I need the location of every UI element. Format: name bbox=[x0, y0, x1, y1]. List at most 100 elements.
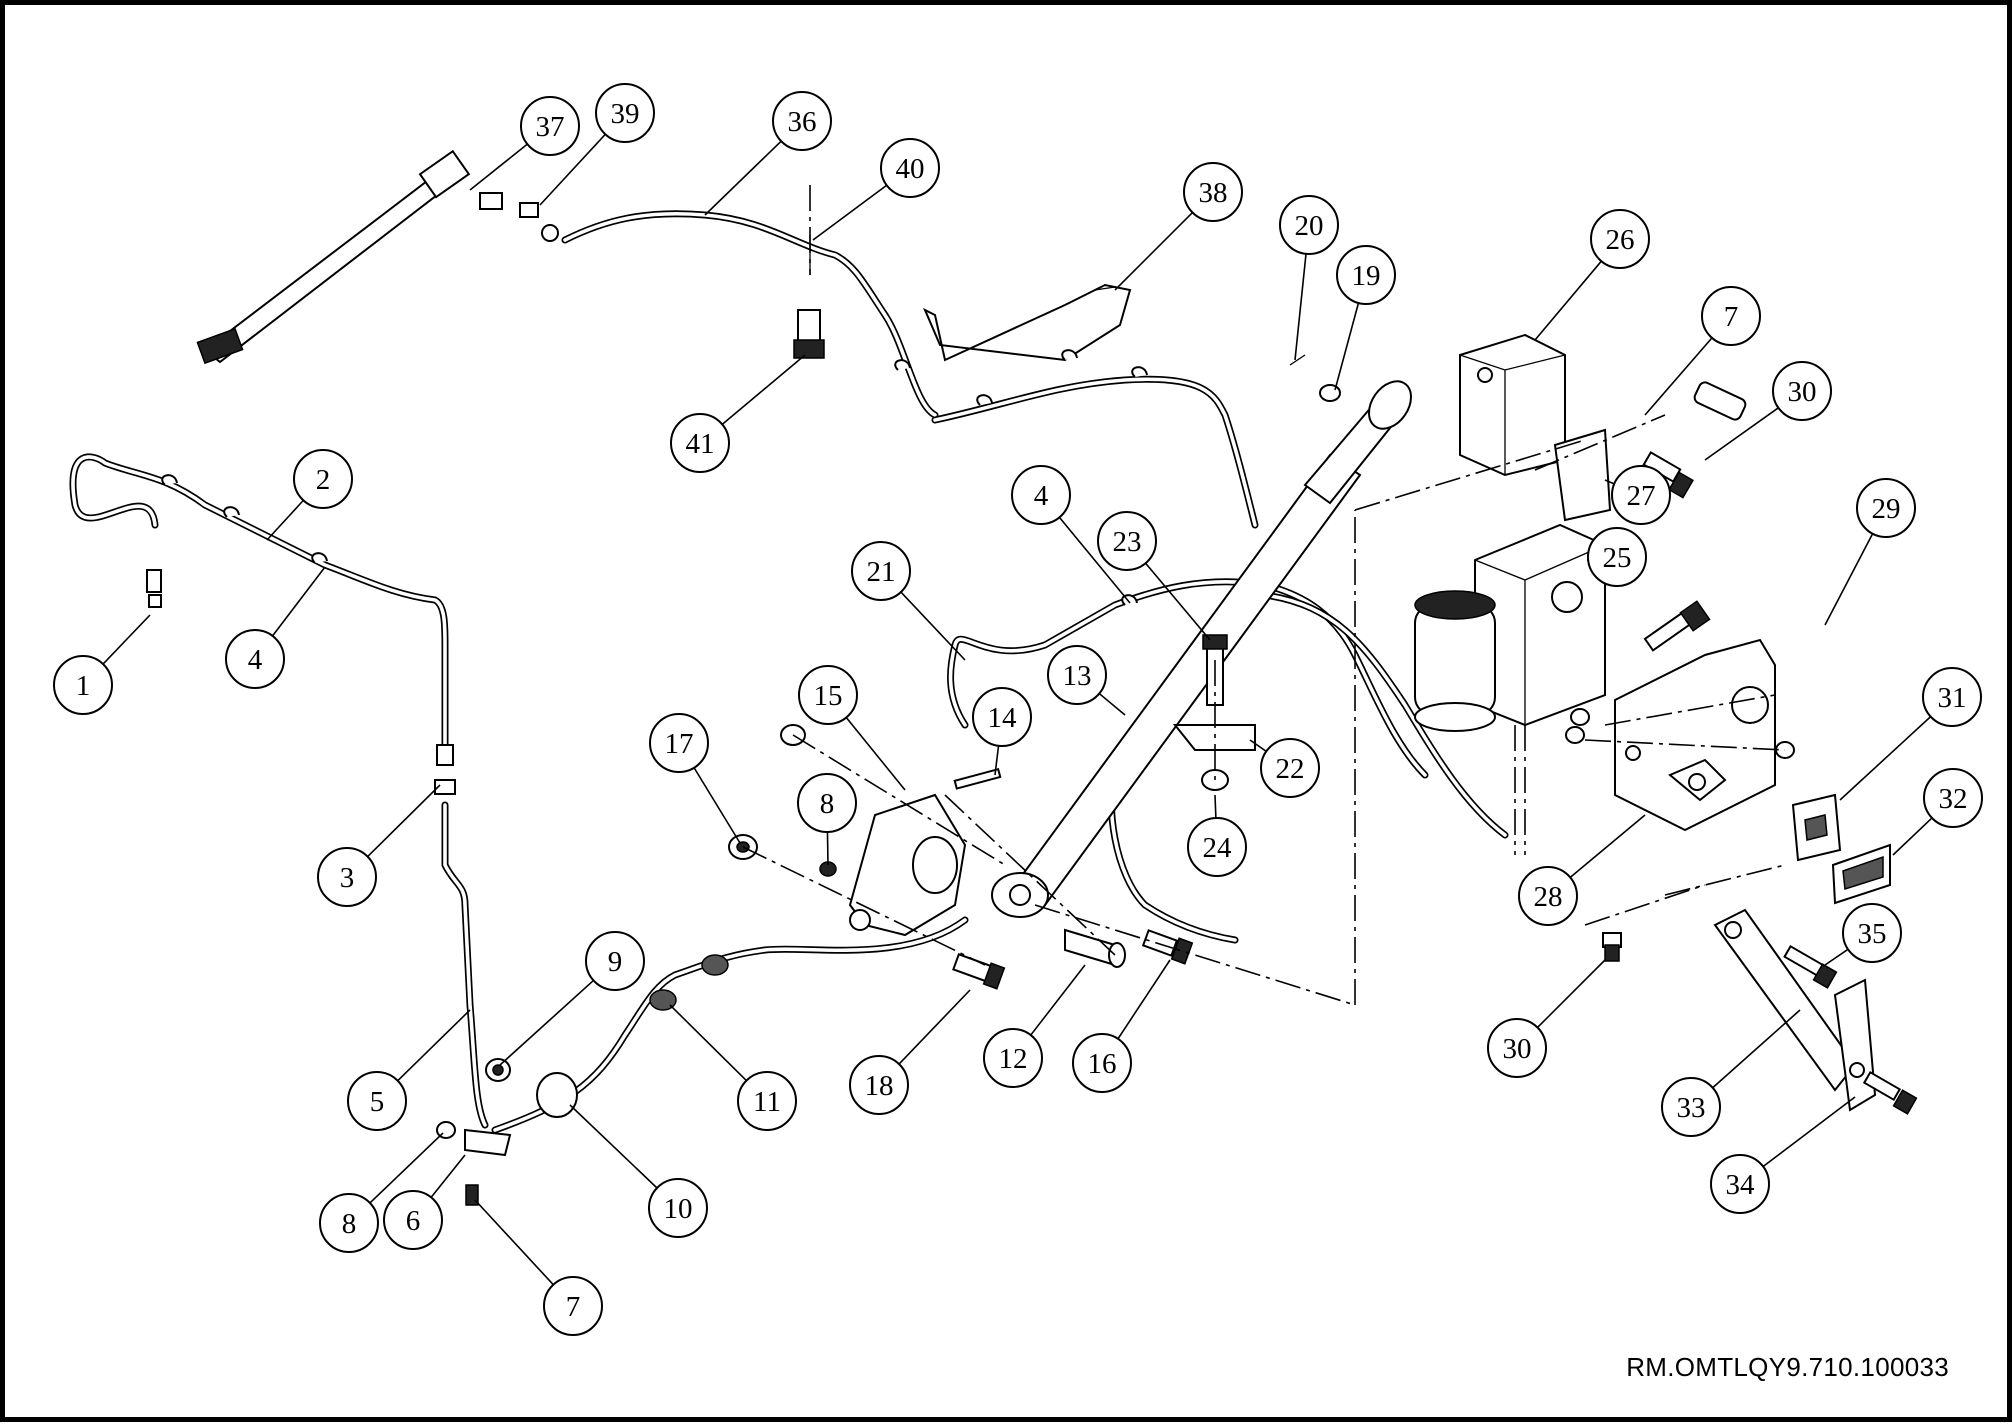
callout-number: 21 bbox=[867, 556, 896, 588]
callout-number: 29 bbox=[1872, 493, 1901, 525]
callout-c27: 27 bbox=[1612, 466, 1670, 524]
leader-line-c31 bbox=[1840, 717, 1931, 800]
leader-line-c29 bbox=[1825, 534, 1873, 625]
leader-line-c38 bbox=[1115, 213, 1192, 290]
leader-line-c16 bbox=[1118, 960, 1170, 1039]
callout-c11: 11 bbox=[738, 1072, 796, 1130]
leader-line-c6 bbox=[431, 1155, 465, 1197]
callout-number: 24 bbox=[1203, 832, 1233, 864]
callout-c28: 28 bbox=[1519, 867, 1577, 925]
callout-c8a: 8 bbox=[320, 1194, 378, 1252]
callout-number: 32 bbox=[1939, 783, 1968, 815]
callout-c33: 33 bbox=[1662, 1078, 1720, 1136]
leader-line-c21 bbox=[901, 592, 965, 660]
leader-line-c40 bbox=[813, 185, 887, 240]
callout-number: 16 bbox=[1088, 1048, 1117, 1080]
callout-c4b: 4 bbox=[1012, 466, 1070, 524]
callout-number: 11 bbox=[753, 1086, 781, 1118]
callout-number: 30 bbox=[1503, 1033, 1532, 1065]
bolt-14 bbox=[955, 769, 1001, 788]
callout-c40: 40 bbox=[881, 139, 939, 197]
callout-number: 12 bbox=[999, 1043, 1028, 1075]
callout-number: 8 bbox=[820, 788, 835, 820]
leader-line-c3 bbox=[368, 785, 440, 857]
callout-number: 31 bbox=[1938, 682, 1967, 714]
callout-number: 20 bbox=[1295, 210, 1324, 242]
callout-number: 22 bbox=[1276, 753, 1305, 785]
callout-c21: 21 bbox=[852, 542, 910, 600]
hydraulic-line-core-h2 bbox=[73, 457, 445, 750]
callout-number: 4 bbox=[1034, 480, 1049, 512]
callout-number: 17 bbox=[665, 728, 694, 760]
callout-number: 14 bbox=[988, 702, 1018, 734]
leader-line-c19 bbox=[1335, 303, 1358, 390]
callout-c20: 20 bbox=[1280, 196, 1338, 254]
callout-c37: 37 bbox=[521, 97, 579, 155]
leader-line-c34 bbox=[1763, 1097, 1855, 1167]
callout-c7b: 7 bbox=[1702, 287, 1760, 345]
plate-34 bbox=[1835, 980, 1875, 1110]
leader-line-c13 bbox=[1099, 694, 1125, 715]
callout-number: 30 bbox=[1788, 376, 1817, 408]
callout-number: 35 bbox=[1858, 918, 1887, 950]
leader-line-c15 bbox=[846, 718, 905, 790]
leader-line-c24 bbox=[1215, 795, 1216, 818]
leader-line-c37 bbox=[470, 144, 527, 190]
leader-line-c9 bbox=[500, 980, 593, 1065]
hydraulic-line-h5 bbox=[445, 805, 485, 1125]
callout-number: 15 bbox=[814, 680, 843, 712]
leader-line-c5 bbox=[398, 1010, 470, 1081]
leader-line-c36 bbox=[705, 141, 781, 215]
leader-line-c41 bbox=[722, 355, 805, 424]
decal-32 bbox=[1833, 845, 1890, 903]
control-valve-37 bbox=[197, 151, 502, 363]
leader-line-c1 bbox=[103, 615, 150, 664]
callout-number: 7 bbox=[1724, 301, 1739, 333]
leader-line-c12 bbox=[1031, 965, 1085, 1035]
callout-c5: 5 bbox=[348, 1072, 406, 1130]
callout-c17: 17 bbox=[650, 714, 708, 772]
callout-number: 18 bbox=[865, 1070, 894, 1102]
bolt-18 bbox=[953, 954, 1004, 988]
callout-c31: 31 bbox=[1923, 668, 1981, 726]
valve-block-26 bbox=[1460, 335, 1565, 475]
bolt-41 bbox=[794, 310, 824, 358]
callout-number: 1 bbox=[76, 670, 91, 702]
callout-number: 23 bbox=[1113, 526, 1142, 558]
nut-9 bbox=[486, 1059, 510, 1081]
decal-31 bbox=[1793, 795, 1840, 860]
bolt-29 bbox=[1645, 601, 1710, 650]
callout-number: 27 bbox=[1627, 480, 1656, 512]
callout-number: 36 bbox=[788, 106, 817, 138]
callout-c19: 19 bbox=[1337, 246, 1395, 304]
leader-line-c32 bbox=[1893, 818, 1932, 855]
callout-number: 38 bbox=[1199, 177, 1228, 209]
callout-c16: 16 bbox=[1073, 1034, 1131, 1092]
callout-c3: 3 bbox=[318, 848, 376, 906]
callout-number: 9 bbox=[608, 946, 623, 978]
callout-c14: 14 bbox=[973, 688, 1031, 746]
leader-line-c35 bbox=[1825, 949, 1848, 965]
leader-line-c7a bbox=[475, 1200, 553, 1285]
leader-line-c26 bbox=[1535, 261, 1601, 340]
callout-number: 7 bbox=[566, 1291, 581, 1323]
callout-c29: 29 bbox=[1857, 479, 1915, 537]
leader-line-c2 bbox=[267, 500, 303, 540]
callout-number: 37 bbox=[536, 111, 565, 143]
callout-number: 34 bbox=[1726, 1169, 1756, 1201]
fitting-1 bbox=[147, 570, 161, 607]
bracket-38 bbox=[925, 285, 1130, 360]
callout-number: 4 bbox=[248, 644, 263, 676]
callout-c2: 2 bbox=[294, 450, 352, 508]
callout-number: 3 bbox=[340, 862, 355, 894]
callout-c34: 34 bbox=[1711, 1155, 1769, 1213]
pin-20 bbox=[1290, 355, 1305, 365]
callout-number: 8 bbox=[342, 1208, 357, 1240]
leader-line-c33 bbox=[1713, 1010, 1800, 1088]
plate-27 bbox=[1555, 430, 1610, 520]
callout-c26: 26 bbox=[1591, 210, 1649, 268]
callout-number: 19 bbox=[1352, 260, 1381, 292]
leader-line-c8b bbox=[827, 832, 828, 865]
leader-line-c18 bbox=[899, 990, 970, 1064]
callout-c9: 9 bbox=[586, 932, 644, 990]
